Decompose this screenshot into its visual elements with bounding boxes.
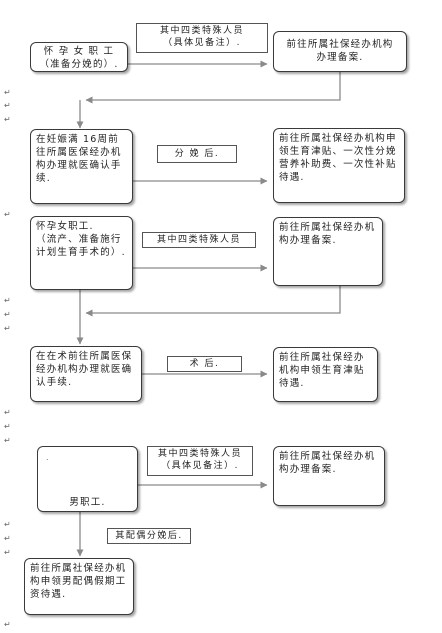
label-after-surgery: 术 后. xyxy=(167,356,242,372)
node-male-worker-label: 男职工. xyxy=(69,497,106,508)
label-spouse-delivery: 其配偶分娩后. xyxy=(107,528,191,544)
node-pregnant-worker-surgery: 怀孕女职工. （流产、准备施行计划生育手术的）. xyxy=(30,216,133,290)
paragraph-mark: ↵ xyxy=(4,520,11,529)
paragraph-mark: ↵ xyxy=(4,620,11,629)
label-after-delivery: 分 娩 后. xyxy=(157,145,237,163)
node-medical-confirm-16w: 在妊娠满 16周前往所属医保经办机构办理就医确认手续. xyxy=(30,129,133,204)
paragraph-mark: ↵ xyxy=(4,101,11,110)
node-apply-allowance-delivery: 前往所属社保经办机构申领生育津贴、一次性分娩营养补助费、一次性补贴待遇. xyxy=(273,128,405,203)
node-male-worker-dot: . xyxy=(46,453,50,462)
paragraph-mark: ↵ xyxy=(4,310,11,319)
node-filing-1: 前往所属社保经办机构 办理备案. xyxy=(273,31,407,72)
paragraph-mark: ↵ xyxy=(4,88,11,97)
node-apply-allowance-surgery: 前往所属社保经办机构申领生育津贴待遇. xyxy=(273,347,378,402)
paragraph-mark: ↵ xyxy=(4,296,11,305)
paragraph-mark: ↵ xyxy=(4,548,11,557)
paragraph-mark: ↵ xyxy=(4,534,11,543)
node-medical-confirm-surgery: 在在术前往所属医保经办机构办理就医确认手续. xyxy=(30,346,142,402)
node-filing-2: 前往所属社保经办机构办理备案. xyxy=(273,217,383,286)
paragraph-mark: ↵ xyxy=(4,422,11,431)
label-special-staff-2: 其中四类特殊人员 xyxy=(142,232,256,248)
return-arrow-s3 xyxy=(85,286,341,317)
node-apply-spouse-leave: 前往所属社保经办机构申领男配偶假期工资待遇. xyxy=(24,558,134,615)
label-special-staff-3: 其中四类特殊人员 （具体见备注）. xyxy=(147,446,253,476)
paragraph-mark: ↵ xyxy=(4,408,11,417)
node-male-worker: . 男职工. xyxy=(37,446,138,512)
label-special-staff-1: 其中四类特殊人员 （具体见备注）. xyxy=(136,23,268,53)
paragraph-mark: ↵ xyxy=(4,436,11,445)
node-pregnant-worker-delivery: 怀 孕 女 职 工 （准备分娩的）. xyxy=(30,42,128,72)
return-arrow-s1 xyxy=(85,72,341,104)
paragraph-mark: ↵ xyxy=(4,210,11,219)
node-filing-3: 前往所属社保经办机构办理备案. xyxy=(273,446,385,506)
paragraph-mark: ↵ xyxy=(4,115,11,124)
paragraph-mark: ↵ xyxy=(4,324,11,333)
